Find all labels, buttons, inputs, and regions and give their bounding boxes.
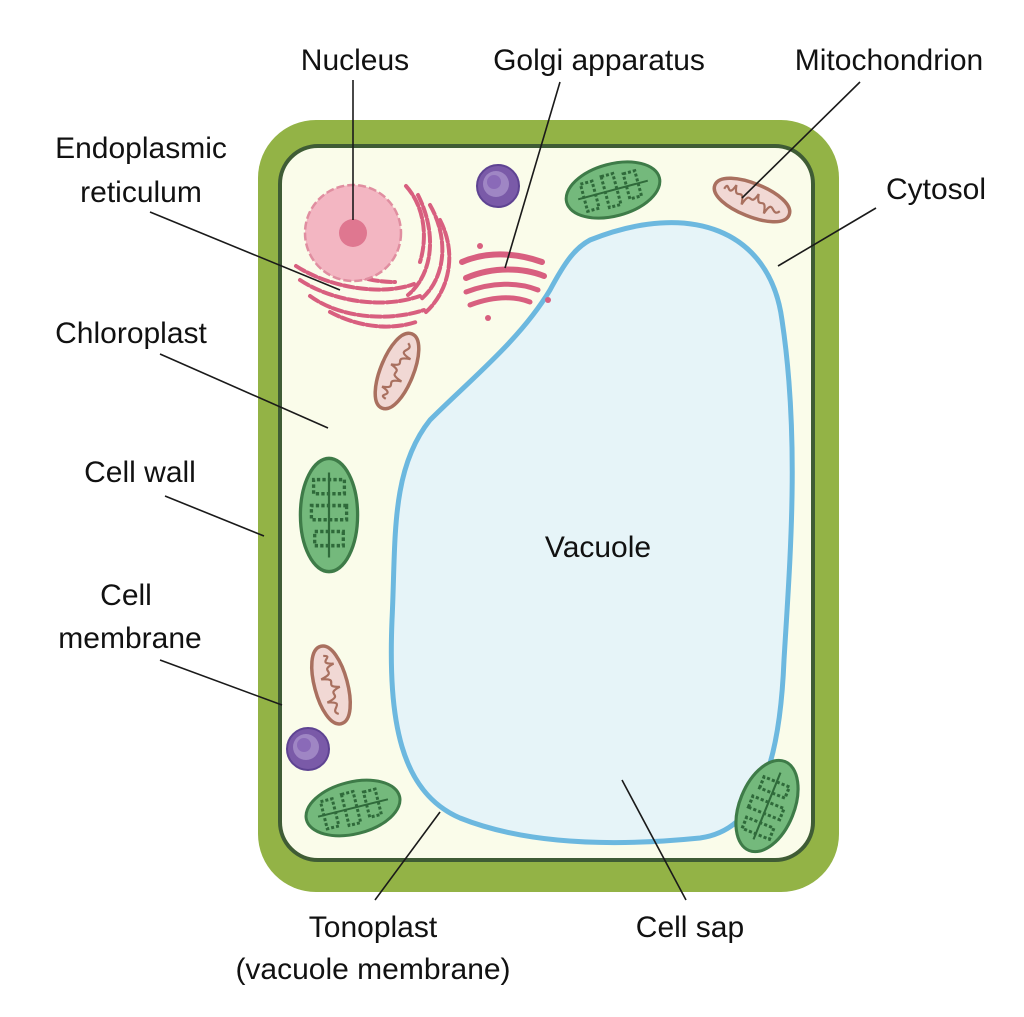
leader-er: [149, 211, 341, 291]
vesicle-bottom: [286, 727, 330, 771]
label-tonoplast-line2: (vacuole membrane): [235, 953, 510, 986]
label-cytosol: Cytosol: [886, 173, 986, 206]
leader-cell-wall: [164, 495, 265, 537]
golgi-apparatus: [459, 243, 551, 321]
label-cell-sap: Cell sap: [636, 911, 744, 944]
label-mitochondrion: Mitochondrion: [795, 44, 983, 77]
endoplasmic-reticulum: [294, 184, 452, 329]
label-er-line1: Endoplasmic: [55, 132, 227, 165]
leader-mitochondrion: [741, 81, 861, 199]
leader-cell-membrane: [159, 659, 283, 706]
leader-golgi: [504, 81, 561, 269]
leader-chloroplast: [159, 353, 329, 429]
label-cell-membrane-line2: membrane: [58, 622, 201, 655]
label-chloroplast: Chloroplast: [55, 317, 207, 350]
leader-cytosol: [777, 207, 877, 267]
label-golgi: Golgi apparatus: [493, 44, 705, 77]
label-cell-wall: Cell wall: [84, 456, 196, 489]
chloroplast-left: [298, 456, 360, 574]
vacuole-tonoplast: [388, 220, 795, 846]
label-nucleus: Nucleus: [301, 44, 409, 77]
vesicle-top: [476, 164, 520, 208]
label-vacuole: Vacuole: [545, 531, 651, 564]
label-tonoplast-line1: Tonoplast: [309, 911, 438, 944]
leader-cell-sap: [621, 779, 687, 901]
nucleolus: [339, 219, 367, 247]
leader-tonoplast: [374, 811, 441, 901]
label-cell-membrane-line1: Cell: [100, 579, 152, 612]
label-er-line2: reticulum: [80, 176, 202, 209]
